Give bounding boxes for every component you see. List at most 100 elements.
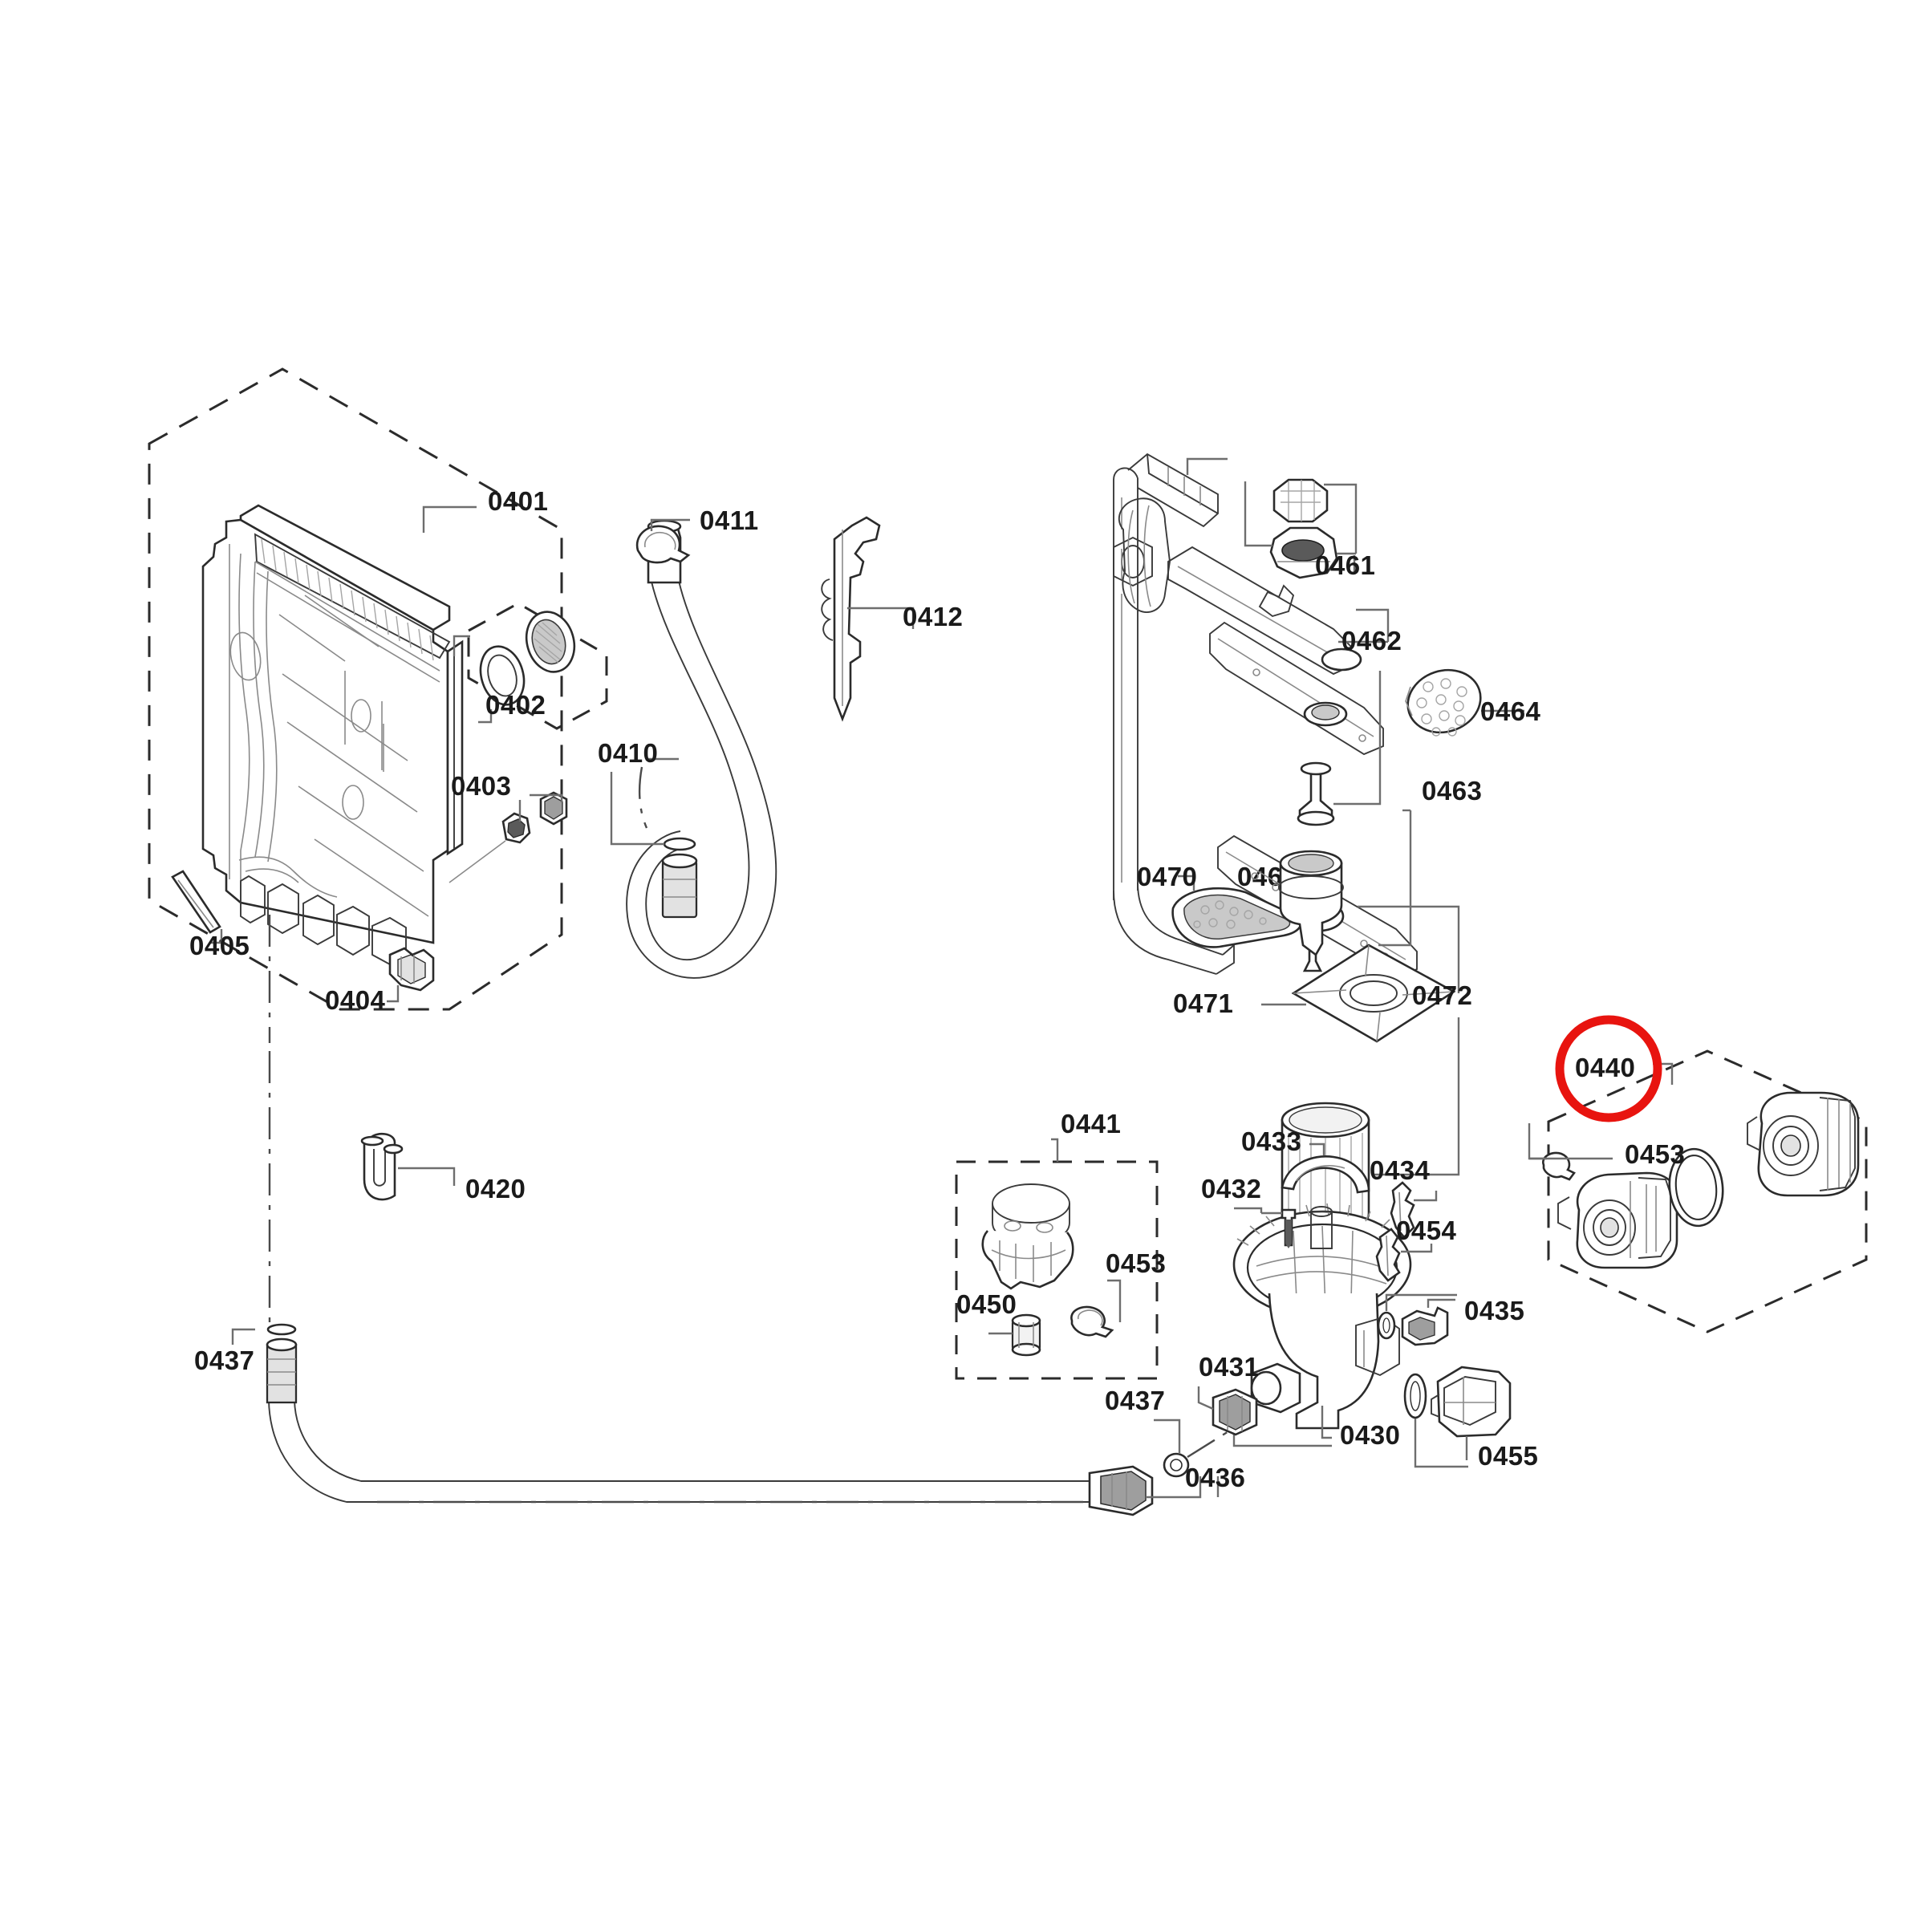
part-0464-disc-edge	[1405, 686, 1413, 716]
label-0455: 0455	[1478, 1441, 1538, 1471]
leader-0403-a	[530, 794, 563, 802]
part-0441-cap	[988, 1313, 1041, 1357]
door-duct-curve-a	[238, 553, 250, 900]
part-0435-sensor-body	[1408, 1317, 1435, 1341]
part-0460-mid-bracket	[1113, 536, 1153, 587]
label-0461: 0461	[1315, 550, 1375, 580]
label-0463: 0463	[1422, 776, 1482, 806]
leader-0431	[1197, 1386, 1214, 1410]
label-0420: 0420	[465, 1174, 526, 1203]
part-0455-pump-nub	[1431, 1394, 1440, 1418]
leader-0410-b	[610, 772, 664, 846]
part-0462-endplate-crease2	[1143, 505, 1151, 607]
part-0420-bracket-slot	[373, 1149, 386, 1187]
door-vent-lower-line	[254, 561, 440, 672]
part-0460-top-ribs	[1167, 467, 1201, 505]
part-0410-connector-sleeve	[661, 859, 698, 919]
dashed-hexagon-0450	[1547, 1049, 1868, 1333]
part-0450-circ-volute	[1763, 1115, 1819, 1176]
part-0437-hose-lower	[294, 1399, 1104, 1482]
part-0403-grommet-core	[507, 818, 526, 838]
label-0410: 0410	[598, 738, 658, 768]
part-0412-barbs	[821, 578, 834, 641]
part-0460-bottom-run-a	[1113, 890, 1217, 975]
part-0460-bottom-run-b	[1137, 882, 1224, 956]
part-0453-sump-clamp-body	[1070, 1305, 1114, 1338]
part-0462-endplate-crease	[1127, 509, 1135, 604]
part-0440-sump-ribs	[991, 1240, 1066, 1282]
part-0441-cap-base	[1011, 1342, 1041, 1357]
door-vent-hatching	[261, 538, 434, 661]
part-0420-rim-b	[383, 1143, 404, 1155]
part-0450-circ-shaft	[1780, 1134, 1801, 1157]
label-0450: 0440	[1575, 1053, 1635, 1082]
group-0402-seal-kit	[467, 602, 608, 730]
part-0436-o-ring-hole	[1170, 1459, 1183, 1471]
part-0460-top-run	[1127, 453, 1219, 528]
label-0437-left: 0437	[194, 1346, 254, 1375]
label-0471: 0471	[1173, 988, 1233, 1018]
part-0437-end-grip	[1100, 1471, 1147, 1511]
part-0432-screw-thread	[1285, 1220, 1292, 1248]
group-0412	[821, 516, 915, 722]
part-0471-vanes	[1293, 944, 1455, 1042]
part-0404-switch-body	[397, 954, 426, 984]
part-0472-cylinder-mouth	[1289, 1106, 1362, 1134]
part-0462-mid-arm	[1209, 621, 1384, 756]
part-0450-housing-shaft	[1600, 1217, 1619, 1238]
part-0440-sump-body	[981, 1230, 1074, 1290]
leader-0401	[422, 505, 477, 533]
door-side-rail	[446, 639, 464, 856]
leader-0462-post	[1333, 671, 1382, 806]
part-0420-rim-a	[360, 1135, 384, 1147]
leader-0472-a	[1358, 905, 1460, 993]
door-vent-slab	[254, 533, 451, 660]
part-0430-outlet-mouth	[1250, 1370, 1282, 1406]
leader-0440	[1051, 1138, 1059, 1162]
leader-0430-a	[1321, 1406, 1332, 1439]
label-0431: 0431	[1199, 1352, 1259, 1382]
part-0450-circ-fins	[1827, 1098, 1851, 1191]
door-hole-b	[342, 785, 364, 820]
group-0432	[1234, 1207, 1297, 1248]
group-0455	[1403, 1366, 1512, 1468]
part-0450-circ-motor	[1819, 1097, 1856, 1191]
part-0433-cover-shield	[1281, 1155, 1370, 1194]
part-0434-clip	[1390, 1181, 1415, 1239]
door-panel-creases	[278, 595, 429, 917]
label-0464: 0464	[1480, 696, 1541, 726]
label-0454: 0454	[1396, 1216, 1457, 1245]
leader-0470	[1178, 875, 1195, 891]
label-0453-pump: 0453	[1625, 1139, 1685, 1169]
group-0440-sump-kit	[955, 1138, 1159, 1380]
group-0420	[360, 1132, 456, 1201]
door-duct-curve-c	[266, 570, 278, 862]
part-0450-housing-volute	[1583, 1199, 1636, 1256]
dashed-envelope-0401	[148, 367, 563, 1011]
group-0411	[635, 518, 691, 564]
label-0412: 0412	[903, 602, 963, 631]
label-0404: 0404	[325, 985, 386, 1015]
part-0411-clamp-inner	[644, 531, 676, 550]
leader-0432-a	[1234, 1207, 1263, 1213]
leader-0434	[1414, 1191, 1438, 1202]
part-0450-heat-pump-housing	[1557, 1171, 1678, 1269]
part-0462-arm-crease	[1177, 566, 1341, 660]
label-0440: 0441	[1061, 1109, 1121, 1138]
door-hole-a	[351, 699, 371, 733]
leader-0453-sump	[1107, 1279, 1122, 1322]
part-0435-o-ring-hole	[1382, 1317, 1390, 1333]
highlight-circle-0450	[1555, 1015, 1662, 1122]
part-0470-filter-mesh	[1183, 894, 1291, 940]
part-0460-riser-top-cap	[1113, 467, 1138, 481]
part-0453-sump-clamp	[1070, 1279, 1122, 1338]
part-0472-cup-flange	[1278, 875, 1344, 899]
leader-0420	[398, 1167, 456, 1186]
group-0431	[1197, 1386, 1258, 1436]
part-0464-disc	[1406, 668, 1482, 734]
part-0430-boss-top	[1310, 1206, 1333, 1217]
dashed-hexagon-0402	[467, 602, 608, 730]
part-0450-housing-motor	[1638, 1177, 1671, 1259]
label-0430: 0430	[1340, 1420, 1400, 1450]
part-0462-post-base	[1297, 810, 1335, 826]
